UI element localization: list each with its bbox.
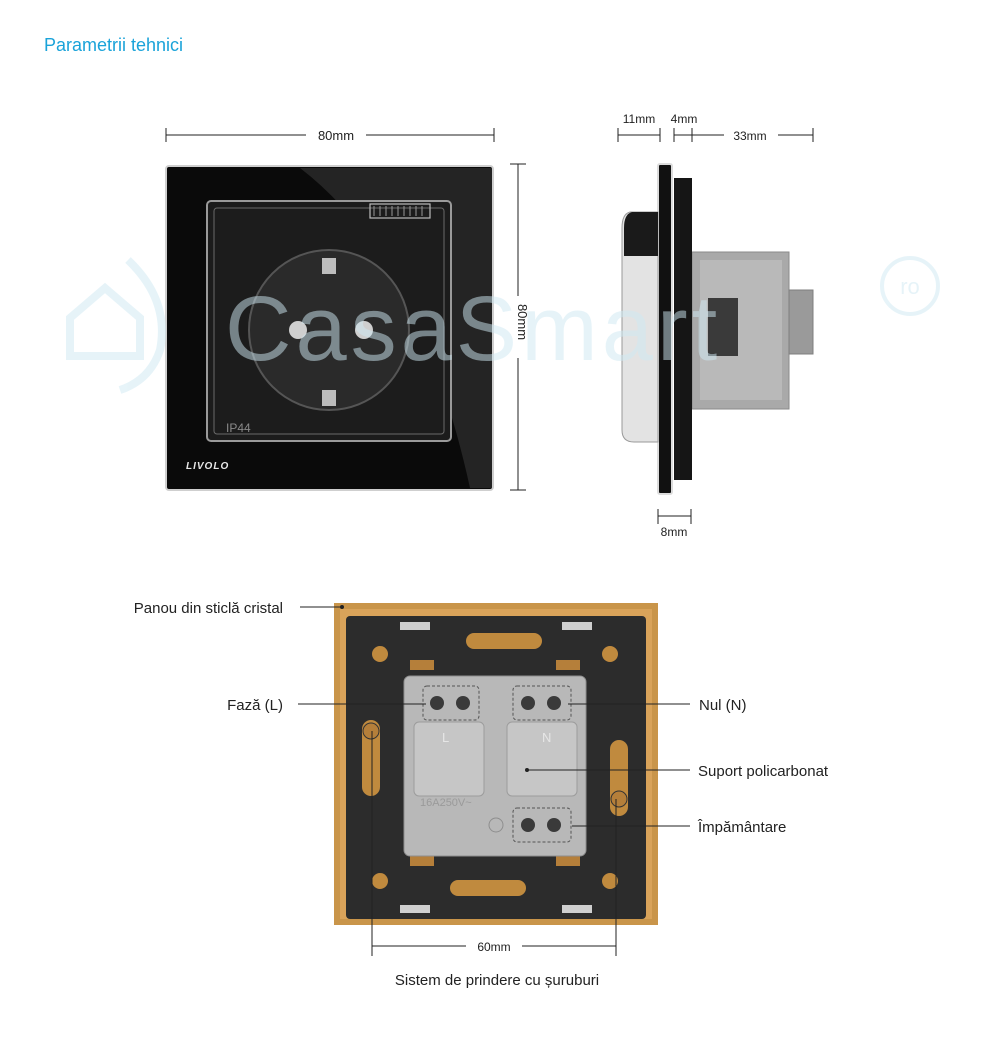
mount-slot-top [466,633,542,649]
mount-slot-left [362,720,380,796]
front-height-dimension [510,163,526,491]
label-spacing: 60mm [477,940,510,954]
mark-n: N [542,730,551,745]
socket-face [248,249,410,411]
label-earth: Împământare [697,819,786,836]
terminal-cover-l [413,721,485,797]
socket-pin-hole-left [289,321,307,339]
mark-l: L [442,730,449,745]
back-view: L N 16A250V~ [134,600,829,989]
terminal-cover-n [506,721,578,797]
side-view: 11mm 4mm 33mm 8mm [617,112,814,539]
earth-clip-top [322,258,336,274]
front-height-label: 80mm [515,304,530,340]
socket-pin-hole-right [355,321,373,339]
terminal-phase [422,685,480,721]
corner-hole-tl [372,646,388,662]
corner-hole-tr [602,646,618,662]
terminal-neutral [512,685,572,721]
polycarbonate-module [403,675,587,857]
side-dim-33mm: 33mm [733,129,766,143]
leader-lines [298,606,690,956]
side-dim-4mm: 4mm [671,112,698,126]
side-top-dimensions [617,128,814,142]
side-terminal-block [788,289,814,355]
watermark-brand: CasaSmart [225,278,721,380]
label-support: Suport policarbonat [698,763,829,780]
screw-right [610,790,628,808]
corner-hole-bl [372,873,388,889]
front-view: 80mm 80mm IP44 LIVOLO [165,128,530,491]
side-cover-profile [621,211,659,443]
side-mounting-plate [674,178,692,480]
brand-logo: LIVOLO [186,461,229,472]
screw-left [362,722,380,740]
label-mounting: Sistem de prindere cu șuruburi [395,972,599,989]
label-phase: Fază (L) [227,697,283,714]
earth-symbol-icon [488,817,504,833]
watermark-house-icon [66,282,144,360]
cover-hinge [369,203,431,219]
front-width-label: 80mm [318,128,354,143]
mount-slot-bottom [450,880,526,896]
side-bottom-dimension [657,509,692,524]
side-dim-11mm: 11mm [623,112,655,126]
front-width-dimension [165,128,495,142]
watermark: CasaSmart ro [66,256,940,394]
label-panel: Panou din sticlă cristal [134,600,283,617]
earth-clip-bottom [322,390,336,406]
page-title: Parametrii tehnici [44,35,184,55]
ip-rating-label: IP44 [226,421,251,435]
terminal-earth [512,807,572,843]
side-dim-8mm: 8mm [661,525,688,539]
mark-rating: 16A250V~ [420,797,472,809]
watermark-reg: ro [900,274,920,299]
corner-hole-br [602,873,618,889]
label-neutral: Nul (N) [699,697,747,714]
